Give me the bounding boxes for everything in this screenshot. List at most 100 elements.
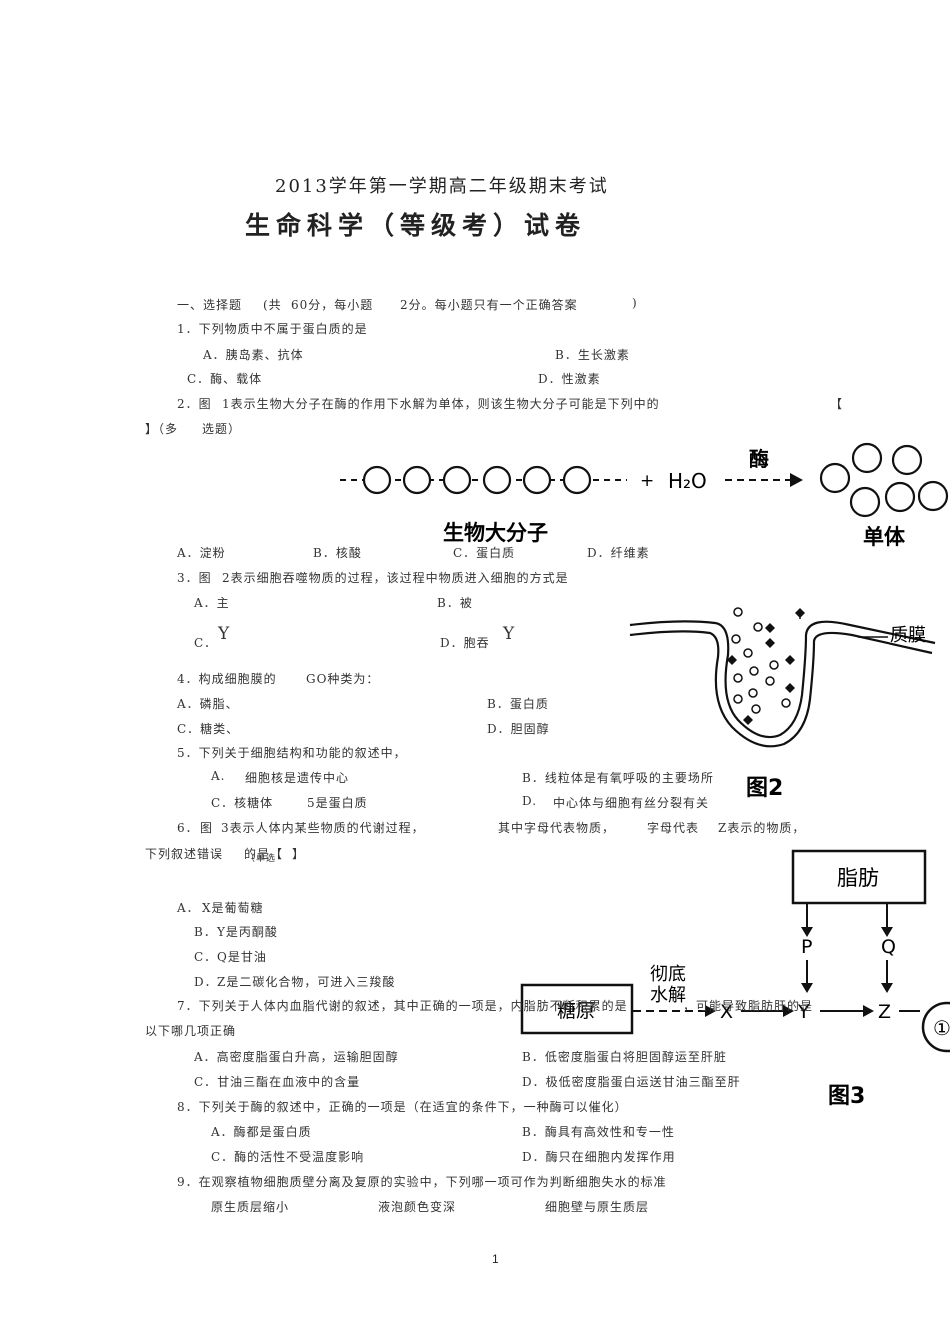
- q7-stem: 7．下列关于人体内血脂代谢的叙述，其中正确的一项是，内脂肪不断积累的是: [177, 999, 628, 1013]
- q8-option-d: D．酶只在细胞内发挥作用: [522, 1150, 676, 1164]
- membrane-inner: [629, 630, 933, 748]
- q3-stem-b: 2表示细胞吞噬物质的过程，该过程中物质进入细胞的方式是: [222, 571, 569, 585]
- q5-option-a-mark: A.: [211, 769, 226, 783]
- q6-stem-e: 字母代表: [647, 821, 700, 835]
- q3-option-a: A．主: [194, 596, 230, 610]
- polymer-chain: [362, 465, 592, 495]
- q6-option-b-mark: B．: [194, 925, 217, 939]
- q2-stem-b: 1表示生物大分子在酶的作用下水解为单体，则该生物大分子可能是下列中的: [222, 397, 660, 411]
- exam-title: 2013学年第一学期高二年级期末考试: [275, 176, 609, 197]
- q5-option-b: B．线粒体是有氧呼吸的主要场所: [522, 771, 714, 785]
- q3-option-d: D．胞吞: [440, 636, 490, 650]
- q9-option-c: 细胞壁与原生质层: [545, 1200, 650, 1214]
- q1-option-d: D．性激素: [538, 372, 601, 386]
- q2-line2b: 选题）: [202, 422, 242, 436]
- q5-option-c-b: 5是蛋白质: [307, 796, 368, 810]
- q5-stem: 5．下列关于细胞结构和功能的叙述中，: [177, 746, 407, 760]
- q8-option-a: A．酶都是蛋白质: [211, 1125, 312, 1139]
- fig3-caption: 图3: [828, 1084, 865, 1109]
- page-number: 1: [492, 1252, 499, 1266]
- q7-option-c: C．甘油三酯在血液中的含量: [194, 1075, 361, 1089]
- q7-stem-tail: ，可能导致脂肪肝的是: [683, 999, 814, 1013]
- hydrolysis-label-1: 彻底: [650, 964, 686, 985]
- q3-stem-a: 3．图: [177, 571, 212, 585]
- q2-option-a: A．淀粉: [177, 546, 226, 560]
- q7-option-a: A．高密度脂蛋白升高，运输胆固醇: [194, 1050, 399, 1064]
- q7-option-b: B．低密度脂蛋白将胆固醇运至肝脏: [522, 1050, 727, 1064]
- enzyme-label: 酶: [749, 447, 769, 471]
- q9-option-a: 原生质层缩小: [211, 1200, 290, 1214]
- q6-option-b: Y是丙酮酸: [217, 925, 278, 939]
- q1-option-b: B．生长激素: [555, 348, 630, 362]
- z-label: Z: [878, 1001, 891, 1023]
- q8-stem: 8．下列关于酶的叙述中，正确的一项是（在适宜的条件下，一种酶可以催化）: [177, 1100, 628, 1114]
- q5-option-d: 中心体与细胞有丝分裂有关: [553, 796, 710, 810]
- fig2-caption: 图2: [746, 776, 783, 801]
- section-note-close: ): [632, 296, 638, 310]
- q7-line2: 以下哪几项正确: [145, 1024, 237, 1038]
- section-note-open: (共: [263, 298, 282, 312]
- plus-sign: +: [640, 471, 654, 491]
- q2-stem-a: 2．图: [177, 397, 212, 411]
- fat-label: 脂肪: [837, 866, 879, 890]
- q2-option-b: B．核酸: [313, 546, 362, 560]
- q6-stem-d: 其中字母代表物质，: [498, 821, 616, 835]
- exam-subtitle: 生命科学（等级考）试卷: [245, 211, 587, 240]
- glycogen-box: [520, 983, 634, 1035]
- q1-option-a: A．胰岛素、抗体: [203, 348, 304, 362]
- q4-stem-a: 4．构成细胞膜的: [177, 672, 277, 686]
- q6-line2: 下列叙述错误: [145, 847, 224, 861]
- x-label: X: [720, 1001, 733, 1023]
- q4-option-d: D．胆固醇: [487, 722, 550, 736]
- q2-option-d: D．纤维素: [587, 546, 650, 560]
- q3-option-c-y: Y: [218, 624, 231, 644]
- q7-option-d: D．极低密度脂蛋白运送甘油三酯至肝: [522, 1075, 741, 1089]
- y-label: Y: [797, 1001, 810, 1023]
- section-note-points: 60分，每小题: [291, 298, 374, 312]
- engulfed-diamonds: [727, 608, 805, 725]
- q4-option-a: A．磷脂、: [177, 697, 239, 711]
- glycogen-label: 糖原: [557, 1000, 595, 1022]
- q6-line2b: 的是【: [244, 847, 284, 861]
- q5-option-a: 细胞核是遗传中心: [245, 771, 350, 785]
- q9-option-b: 液泡颜色变深: [378, 1200, 457, 1214]
- q6-stem-b: 图: [200, 821, 214, 835]
- cycle-label: ①: [933, 1016, 950, 1040]
- q3-option-c: C．: [194, 636, 218, 650]
- q9-stem: 9．在观察植物细胞质壁分离及复原的实验中，下列哪一项可作为判断细胞失水的标准: [177, 1175, 667, 1189]
- q6-stem-f: Z表示的物质，: [718, 821, 806, 835]
- q4-option-c: C．糖类、: [177, 722, 240, 736]
- q2-line2a: 】（多: [145, 422, 179, 436]
- q8-option-b: B．酶具有高效性和专一性: [522, 1125, 675, 1139]
- membrane-label: 质膜: [890, 625, 926, 646]
- figure-2: 质膜 图2: [629, 607, 936, 801]
- q6-stem-c: 3表示人体内某些物质的代谢过程，: [221, 821, 425, 835]
- q3-option-b: B．被: [437, 596, 473, 610]
- q6-option-c: Q是甘油: [217, 950, 267, 964]
- q2-bracket: 【: [830, 397, 844, 411]
- q3-option-d-y: Y: [503, 624, 516, 644]
- q6-option-d-mark: D．: [194, 975, 218, 989]
- q2-option-c: C．蛋白质: [453, 546, 516, 560]
- monomer-label: 单体: [863, 525, 906, 549]
- q-label: Q: [881, 936, 896, 958]
- q5-option-c: C．核糖体: [211, 796, 274, 810]
- section-note-rest: 2分。每小题只有一个正确答案: [400, 298, 578, 312]
- q6-line2c: 】: [292, 847, 306, 861]
- q6-option-c-mark: C．: [194, 950, 218, 964]
- q6-tiny-note: （单选: [246, 854, 277, 864]
- q8-option-c: C．酶的活性不受温度影响: [211, 1150, 365, 1164]
- q6-stem-a: 6．: [177, 821, 199, 835]
- q1-option-c: C．酶、载体: [187, 372, 263, 386]
- figure-1: + H₂O 酶 生物大分子 单体 图1: [340, 442, 949, 549]
- fat-box: [791, 849, 927, 905]
- q4-option-b: B．蛋白质: [487, 697, 549, 711]
- membrane-outer: [629, 620, 936, 739]
- water-label: H₂O: [668, 469, 707, 493]
- p-label: P: [801, 936, 812, 958]
- q4-stem-b: GO种类为：: [306, 672, 380, 686]
- q6-option-a-mark: A．: [177, 901, 200, 915]
- q1-stem: 1．下列物质中不属于蛋白质的是: [177, 322, 368, 336]
- q6-option-a: X是葡萄糖: [202, 901, 264, 915]
- figure-3: 脂肪 P Q 糖原 彻底 水解 X Y Z ① 图3: [520, 849, 950, 1109]
